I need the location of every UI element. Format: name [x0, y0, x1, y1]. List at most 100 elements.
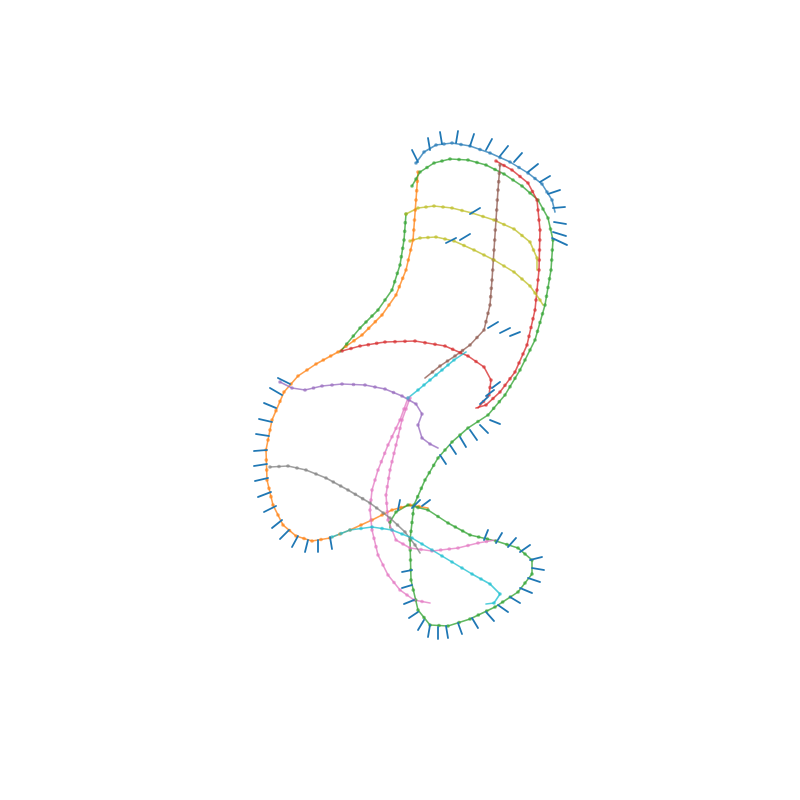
sample-point — [401, 542, 405, 546]
sample-point — [538, 320, 542, 325]
sample-point — [382, 451, 387, 456]
sample-point — [402, 229, 407, 234]
normal-tick — [471, 617, 479, 629]
sample-point — [381, 563, 385, 567]
sample-point — [410, 184, 414, 188]
sample-point — [533, 338, 537, 342]
sample-point — [303, 388, 307, 392]
sample-point — [536, 278, 540, 282]
sample-point — [531, 317, 535, 321]
sample-point — [384, 493, 388, 497]
sample-point — [428, 442, 432, 446]
sample-point — [525, 343, 529, 347]
sample-point — [482, 365, 486, 369]
sample-point — [404, 212, 408, 216]
sample-point — [476, 535, 481, 539]
normal-tick — [509, 331, 521, 337]
sample-point — [370, 528, 374, 532]
normal-tick — [529, 556, 543, 561]
normal-tick — [253, 449, 268, 452]
sample-point — [479, 577, 483, 581]
sample-point — [304, 468, 308, 472]
sample-point — [392, 451, 396, 456]
sample-point — [376, 468, 380, 472]
sample-point — [394, 443, 398, 447]
sample-point — [496, 179, 501, 184]
sample-point — [537, 248, 542, 252]
sample-point — [413, 543, 417, 547]
sample-point — [373, 478, 377, 482]
sample-point — [475, 335, 479, 340]
normal-tick — [263, 402, 277, 409]
sample-point — [537, 268, 541, 272]
sample-point — [478, 147, 482, 152]
sample-point — [385, 509, 390, 514]
sample-point — [390, 508, 394, 512]
sample-point — [520, 277, 524, 281]
sample-point — [388, 516, 392, 520]
sample-point — [447, 547, 452, 551]
sample-point — [486, 413, 490, 417]
sample-point — [512, 227, 516, 231]
sample-point — [376, 553, 380, 557]
sample-point — [518, 368, 522, 372]
sample-point — [493, 228, 498, 232]
normal-tick — [479, 396, 489, 405]
sample-point — [476, 541, 480, 545]
normal-tick — [439, 454, 447, 465]
sample-point — [481, 214, 485, 219]
sample-point — [517, 361, 521, 365]
sample-point — [508, 376, 512, 381]
sample-point — [432, 161, 436, 165]
sample-point — [414, 161, 418, 165]
sample-point — [434, 143, 438, 147]
sample-point — [502, 163, 506, 168]
sample-point — [386, 573, 390, 577]
sample-point — [359, 526, 363, 531]
sample-point — [388, 468, 392, 472]
sample-point — [533, 176, 537, 181]
sample-point — [425, 165, 429, 170]
sample-point — [264, 458, 269, 462]
sample-point — [330, 535, 334, 539]
curve-cyan-2 — [331, 526, 501, 605]
sample-point — [550, 248, 555, 252]
sample-point — [430, 548, 434, 552]
sample-point — [404, 268, 408, 272]
sample-point — [310, 539, 314, 543]
sample-point — [381, 511, 386, 515]
sample-point — [368, 501, 372, 505]
normal-tick — [411, 149, 419, 163]
sample-point — [445, 359, 450, 363]
sample-point — [530, 189, 535, 194]
normal-tick — [469, 207, 481, 215]
sample-point — [511, 178, 515, 182]
normal-tick — [255, 433, 270, 437]
sample-point — [397, 284, 402, 289]
sample-point — [414, 402, 418, 406]
normal-tick — [277, 377, 291, 385]
normal-tick — [459, 233, 471, 241]
sample-point — [349, 346, 353, 351]
sample-point — [422, 615, 426, 620]
normal-tick — [499, 145, 509, 157]
sample-point — [468, 617, 472, 621]
sample-point — [533, 308, 537, 312]
sample-point — [331, 480, 336, 484]
sample-point — [466, 543, 470, 548]
sample-point — [526, 181, 530, 185]
sample-point — [277, 464, 281, 469]
sample-point — [502, 264, 506, 268]
sample-point — [339, 531, 343, 536]
sample-point — [392, 279, 397, 284]
sample-point — [516, 546, 520, 550]
sample-point — [490, 278, 494, 282]
normal-tick — [519, 587, 533, 594]
sample-point — [405, 593, 409, 597]
sample-point — [422, 150, 426, 154]
sample-point — [544, 294, 549, 299]
sample-point — [383, 340, 387, 344]
sample-point — [457, 157, 461, 162]
sample-point — [414, 188, 419, 193]
sample-point — [419, 486, 424, 491]
